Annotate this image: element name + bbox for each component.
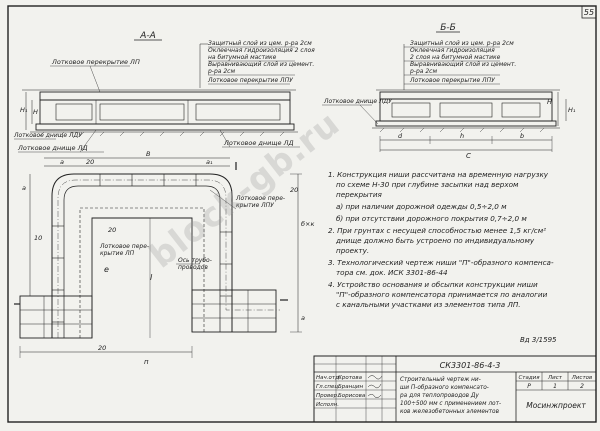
tb-role-1: Нач.отд. xyxy=(316,375,341,381)
bb-dim-h-small: h xyxy=(460,132,464,140)
bb-dim-d: d xyxy=(398,132,403,140)
section-bb-title: Б-Б xyxy=(440,23,456,33)
note-line-11: 4. Устройство основания и обсыпки констр… xyxy=(328,280,538,289)
aa-layer-note-3: на битумной мастике xyxy=(208,54,277,61)
tb-stage-value: Р xyxy=(527,383,531,390)
tb-role-4: Исполн. xyxy=(316,402,339,408)
page-number-box xyxy=(581,5,597,19)
aa-layer-note-5: р-ра 2см xyxy=(207,68,235,75)
plan-dim-l: l xyxy=(150,273,153,282)
bb-layer-note-5: р-ра 2см xyxy=(409,68,437,75)
note-line-7: днище должно быть устроено по индивидуал… xyxy=(336,236,535,245)
tb-sheets-value: 2 xyxy=(580,383,584,390)
plan-dim-10-left: 10 xyxy=(34,234,42,242)
aa-layer-note-6: Лотковое перекрытие ЛПУ xyxy=(207,77,293,84)
plan-dim-e: е xyxy=(104,265,109,274)
tb-sheet-label: Лист xyxy=(547,375,563,381)
note-line-1: 1. Конструкция ниши рассчитана на времен… xyxy=(328,170,549,179)
bb-layer-note-4: Выравнивающий слой из цемент. xyxy=(410,61,516,68)
note-line-6: 2. При грунтах с несущей способностью ме… xyxy=(328,226,547,235)
plan-dim-a-right: а xyxy=(301,314,305,322)
tb-name-2: Бранцин xyxy=(338,384,364,390)
note-line-4: а) при наличии дорожной одежды 0,5÷2,0 м xyxy=(336,202,507,211)
plan-dim-20-bottom: 20 xyxy=(98,344,106,352)
plan-dim-20-mid: 20 xyxy=(108,226,116,234)
plan-cover-lpu-label: Лотковое пере- xyxy=(235,195,285,202)
note-line-3: перекрытия xyxy=(336,190,382,199)
aa-layer-note-4: Выравнивающий слой из цемент. xyxy=(208,61,314,68)
plan-cover-lp-label: Лотковое пере- xyxy=(99,243,149,250)
plan-dim-b-top: B xyxy=(146,150,151,158)
aa-dim-h: H xyxy=(33,108,38,116)
section-aa-title: А-А xyxy=(139,31,156,41)
signature-2 xyxy=(367,383,382,389)
note-line-13: с канальными участками из элементов типа… xyxy=(336,300,521,309)
aa-dim-h1: H₁ xyxy=(20,106,28,114)
plan-dim-a-top: a xyxy=(60,158,64,166)
tb-role-2: Гл.спец. xyxy=(316,384,340,390)
aa-bottom-ld-right-label: Лотковое днище ЛД xyxy=(223,139,294,147)
bb-layer-note-1: Защитный слой из цем. р-ра 2см xyxy=(410,40,514,47)
plan-cover-lpu-label-2: крытие ЛПУ xyxy=(236,202,274,209)
plan-dim-a1-top: a₁ xyxy=(206,158,213,166)
bb-layer-note-2: Оклеечная гидроизоляция xyxy=(410,47,495,54)
tb-desc-1: Строительный чертеж ни- xyxy=(400,377,481,383)
tb-desc-4: 100÷500 мм с применением лот- xyxy=(400,401,501,407)
note-line-5: б) при отсутствии дорожного покрытия 0,7… xyxy=(336,214,527,223)
doc-code: СК3301-86-4-3 xyxy=(440,361,501,370)
plan-dim-a-left: a xyxy=(22,184,26,192)
aa-bottom-ldu-label: Лотковое днище ЛДУ xyxy=(13,132,82,139)
plan-pipe-axis-label-2: проводов xyxy=(178,264,208,271)
plan-dim-bk-right: б×к xyxy=(301,220,314,228)
tb-sheets-label: Листов xyxy=(571,375,593,381)
tb-name-1: Кротова xyxy=(338,375,363,381)
tb-desc-3: ра для теплопроводов Ду xyxy=(399,393,479,399)
signature-3 xyxy=(367,394,382,398)
note-line-12: "П"-образного компенсатора принимается п… xyxy=(336,290,548,299)
tb-stage-label: Стадия xyxy=(518,375,540,381)
tb-desc-2: ши П-образного компенсато- xyxy=(400,385,489,391)
inventory-mark: Вд 3/1595 xyxy=(520,336,557,344)
bb-dim-h: H xyxy=(547,98,552,106)
plan-dim-20-top: 20 xyxy=(86,158,94,166)
aa-layer-note-1: Защитный слой из цем. р-ра 2см xyxy=(208,40,312,47)
aa-tray-cover-label: Лотковое перекрытие ЛП xyxy=(51,58,140,66)
bb-bottom-label: Лотковое днище ЛДУ xyxy=(323,98,392,105)
bb-dim-h1: H₁ xyxy=(568,106,576,114)
tb-organization: Мосинжпроект xyxy=(526,401,586,410)
plan-cover-lp-label-2: крытие ЛП xyxy=(100,250,135,257)
aa-bottom-ld-label: Лотковое днище ЛД xyxy=(17,144,88,152)
bb-layer-note-3: 2 слоя на битумной мастике xyxy=(410,54,501,61)
bb-layer-note-6: Лотковое перекрытие ЛПУ xyxy=(409,77,495,84)
note-line-2: по схеме Н-30 при глубине засыпки над ве… xyxy=(336,180,519,189)
tb-role-3: Провер. xyxy=(316,393,339,399)
page-number: 55 xyxy=(584,8,594,17)
tb-name-3: Борисова xyxy=(338,393,366,399)
plan-pipe-axis-label: Ось трубо- xyxy=(178,257,212,264)
plan-dim-p: п xyxy=(144,358,149,366)
bb-dim-b: b xyxy=(520,132,524,140)
aa-layer-note-2: Оклеечная гидроизоляция 2 слоя xyxy=(208,47,315,54)
plan-dim-20-right: 20 xyxy=(290,186,298,194)
signature-1 xyxy=(367,375,383,380)
sheet-frame xyxy=(7,5,597,423)
note-line-10: тора см. док. ИСК 3301-86-44 xyxy=(336,268,448,277)
tb-desc-5: ков железобетонных элементов xyxy=(400,409,500,415)
note-line-8: проекту. xyxy=(336,246,370,255)
note-line-9: 3. Технологический чертеж ниши "П"-образ… xyxy=(328,258,554,267)
tb-sheet-value: 1 xyxy=(553,383,557,390)
bb-dim-c: C xyxy=(466,152,471,160)
